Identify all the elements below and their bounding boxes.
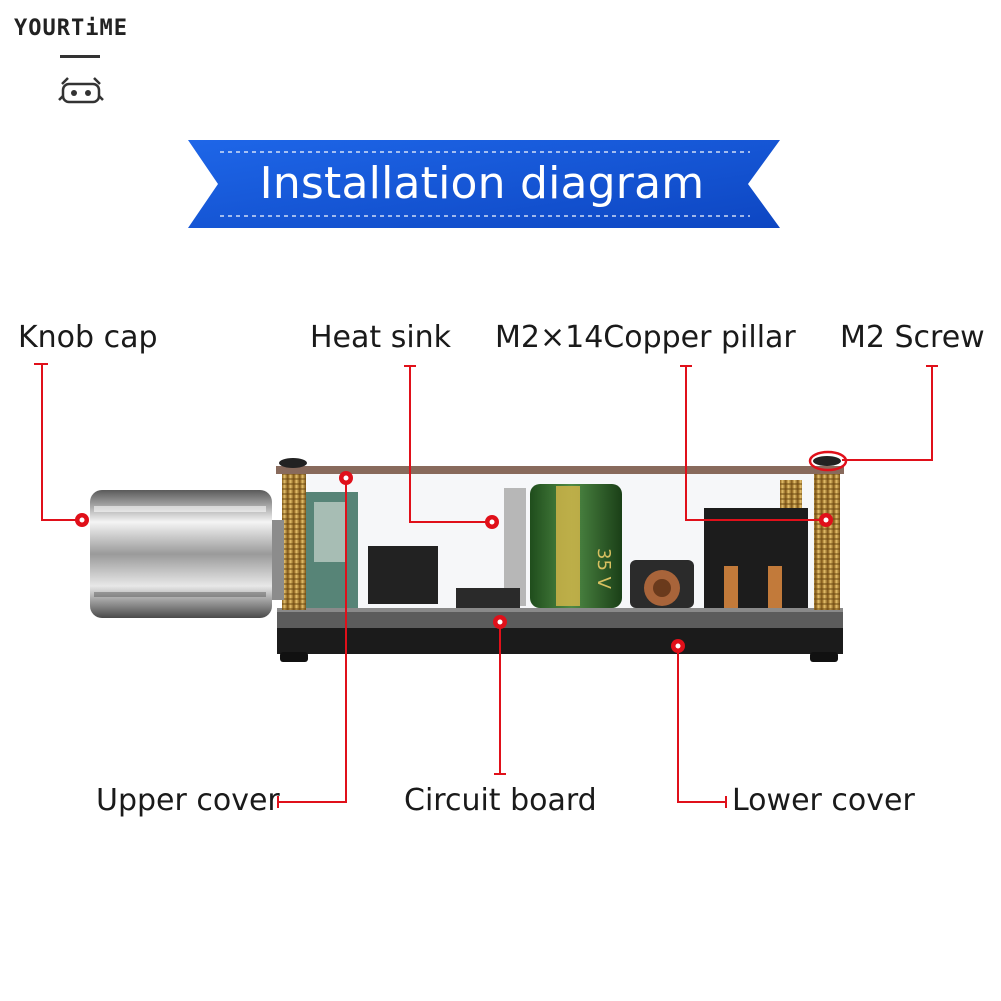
brass-pillar-right — [814, 474, 840, 610]
svg-text:35 V: 35 V — [593, 548, 614, 590]
label-copper-pillar: M2×14Copper pillar — [495, 320, 796, 355]
electrolytic-capacitor: 35 V — [530, 484, 622, 608]
label-upper-cover: Upper cover — [96, 783, 280, 818]
brand-divider — [60, 55, 100, 58]
brass-pillar-left — [282, 474, 306, 610]
m2-screw-head — [813, 456, 841, 466]
page-title: Installation diagram — [259, 157, 705, 209]
brand-logo-text: YOURTiME — [14, 16, 128, 41]
label-lower-cover: Lower cover — [732, 783, 915, 818]
label-m2-screw: M2 Screw — [840, 320, 985, 355]
title-banner — [188, 140, 780, 228]
label-circuit-board: Circuit board — [404, 783, 597, 818]
label-heat-sink: Heat sink — [310, 320, 452, 355]
knob-cap — [90, 490, 272, 618]
circuit-board-pcb — [277, 610, 843, 628]
lower-cover-plate — [277, 626, 843, 662]
inductor-coil — [630, 560, 694, 608]
heat-sink — [504, 488, 526, 606]
crab-robot-icon — [58, 77, 104, 104]
power-connector — [704, 508, 808, 608]
label-knob-cap: Knob cap — [18, 320, 158, 355]
